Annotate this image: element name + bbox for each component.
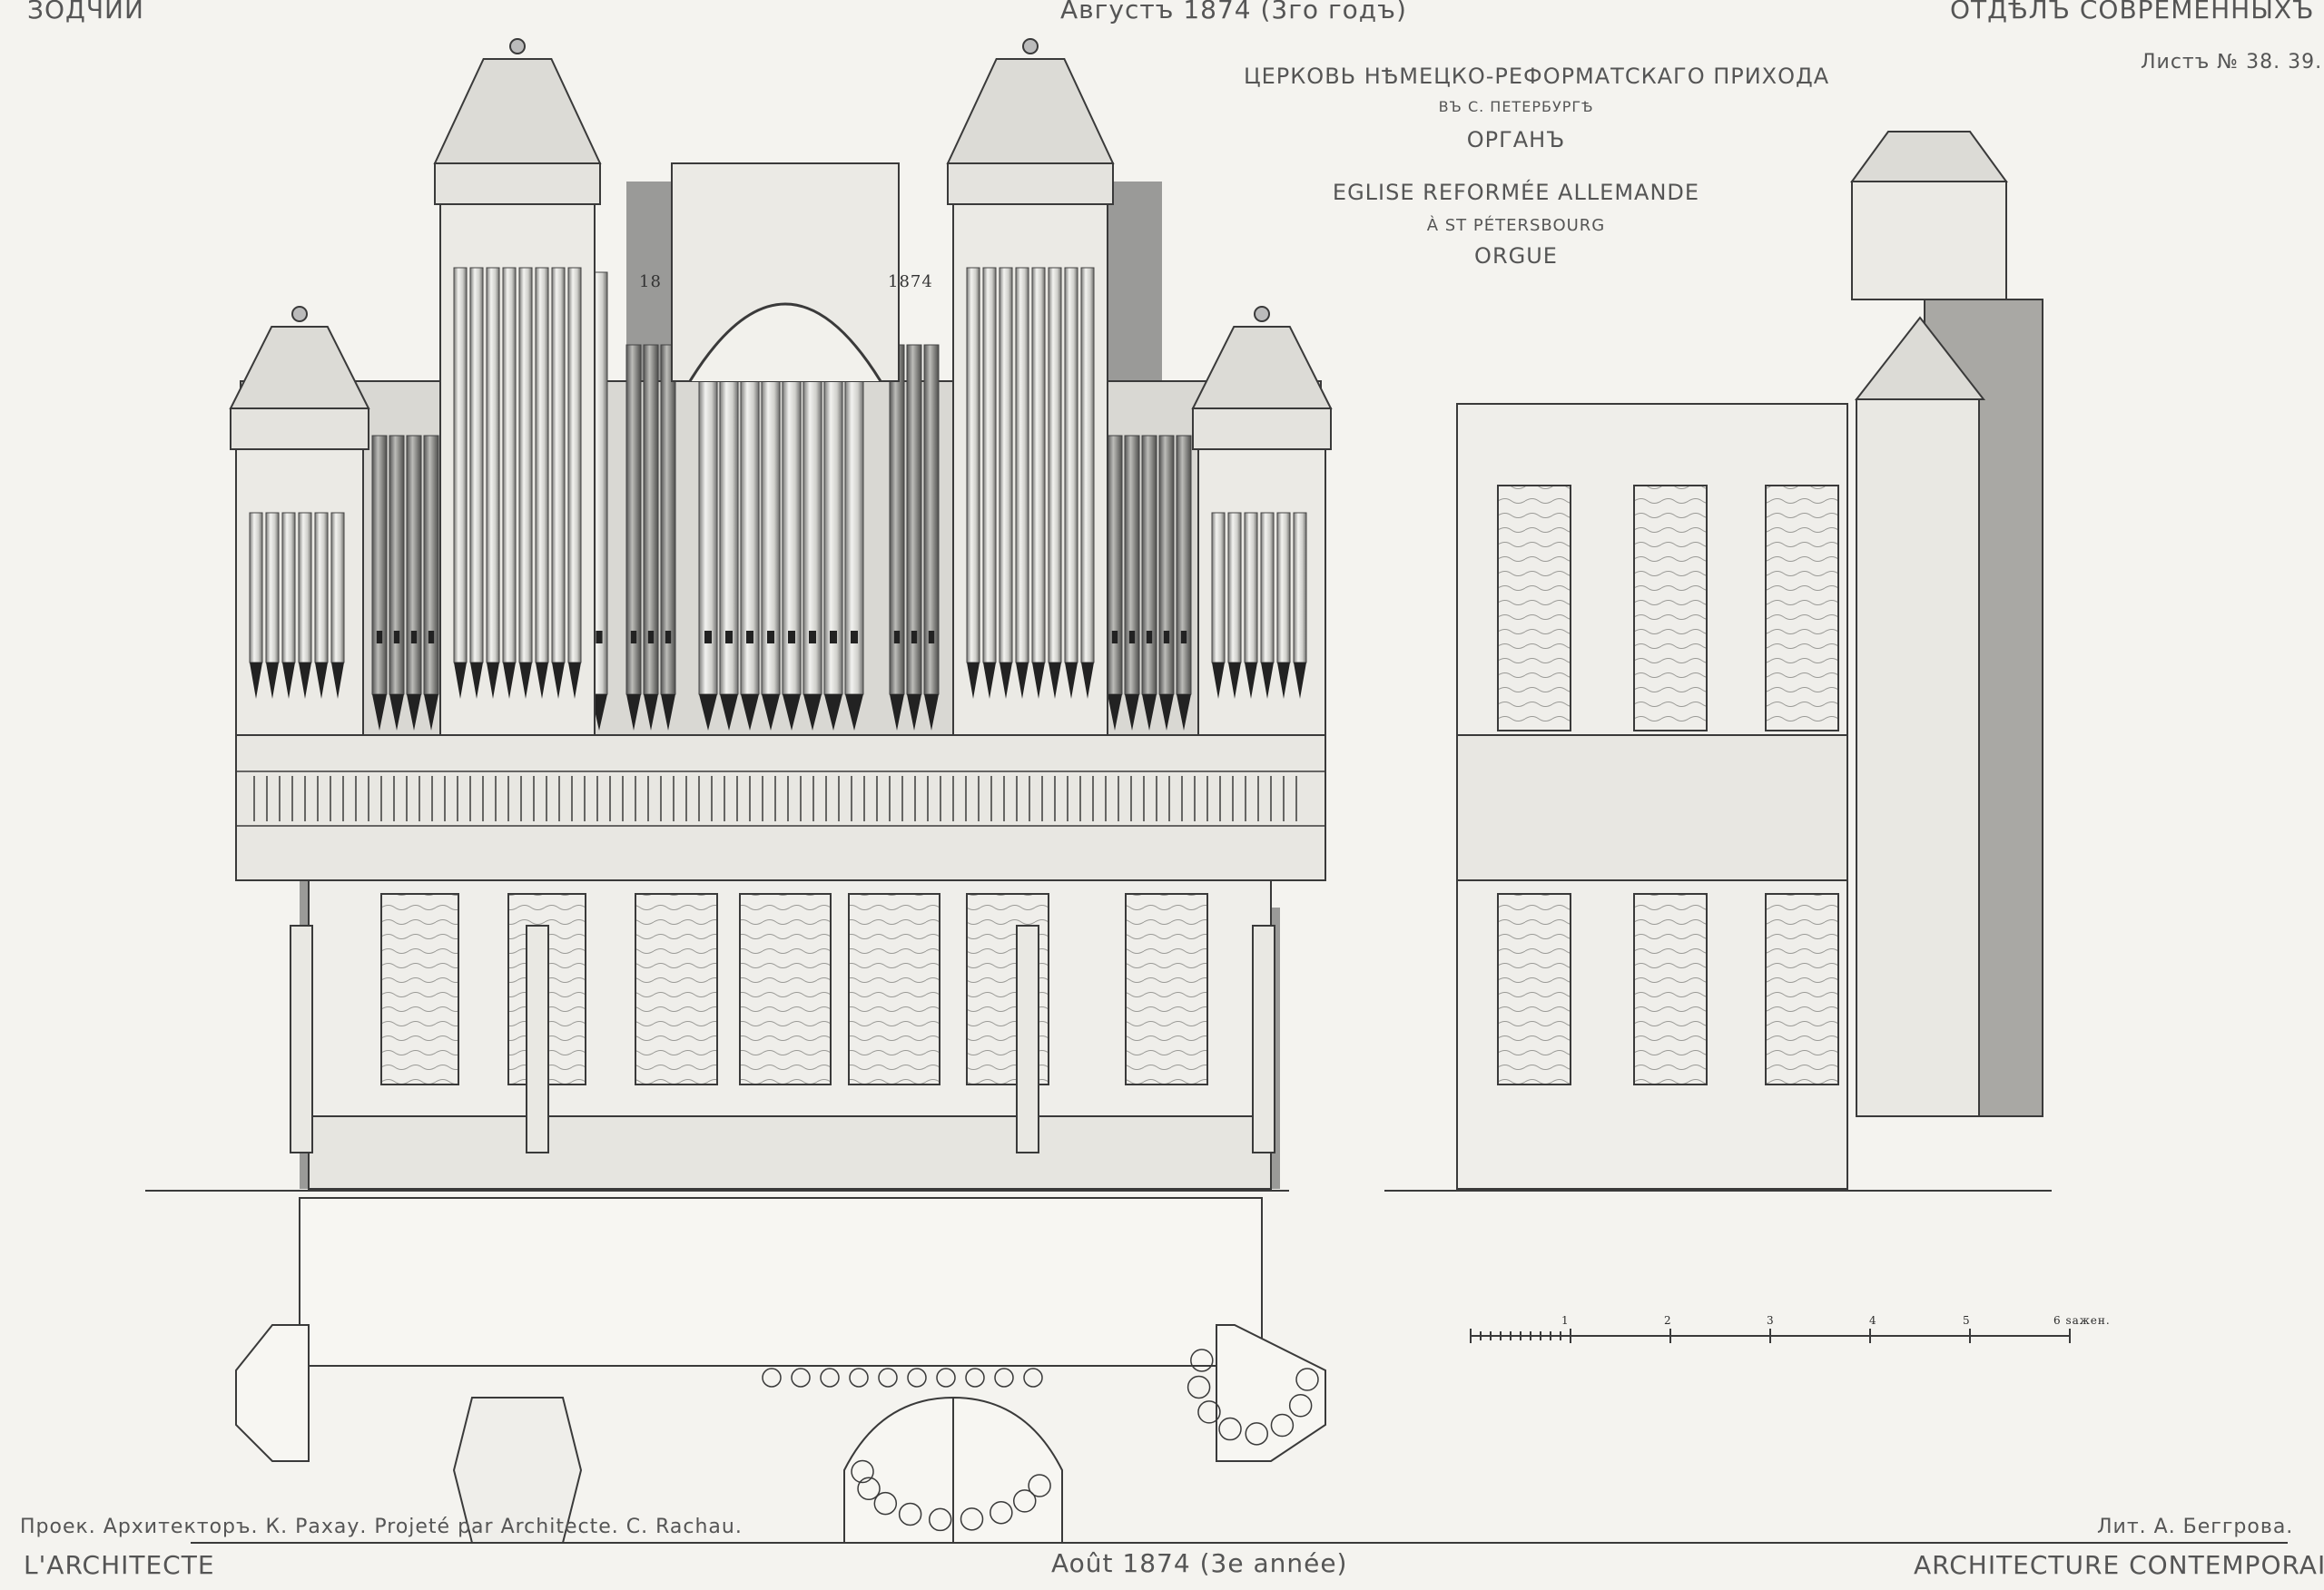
organ-date-right: 1874 [888, 272, 933, 291]
title-fr-line1: EGLISE REFORMÉE ALLEMANDE [1332, 180, 1700, 205]
organ-date-left: 18 [639, 272, 662, 291]
scale-label-3: 3 [1767, 1314, 1775, 1327]
title-ru-line3: ОРГАНЪ [1466, 127, 1566, 152]
plan [235, 1197, 1326, 1544]
scale-label-6: 6 sажен. [2053, 1314, 2111, 1327]
title-ru-line2: ВЪ С. ПЕТЕРБУРГѢ [1438, 98, 1594, 115]
scale-bar [1470, 1329, 2071, 1343]
title-ru-line1: ЦЕРКОВЬ НѢМЕЦКО-РЕФОРМАТСКАГО ПРИХОДА [1244, 64, 1830, 89]
front-elevation [229, 38, 1333, 1190]
header-right: ОТДѢЛЪ СОВРЕМЕННЫХЪ ЗДАНІЙ [1950, 0, 2324, 25]
footer-center: Août 1874 (3e année) [1051, 1548, 1348, 1578]
sheet-number: Листъ № 38. 39. [2141, 51, 2323, 74]
title-fr-line2: À ST PÉTERSBOURG [1426, 216, 1606, 235]
scale-label-2: 2 [1664, 1314, 1672, 1327]
footer-right: ARCHITECTURE CONTEMPORAINE [1914, 1550, 2324, 1580]
lithographer-credit: Лит. А. Беггрова. [2097, 1516, 2294, 1538]
scale-label-5: 5 [1963, 1314, 1971, 1327]
side-elevation [1456, 131, 2043, 1190]
title-fr-line3: ORGUE [1474, 243, 1558, 269]
architect-credit: Проек. Архитекторъ. К. Рахау. Projeté pa… [20, 1516, 743, 1538]
footer-left: L'ARCHITECTE [24, 1550, 215, 1580]
header-left: ЗОДЧИЙ [27, 0, 144, 25]
scale-label-4: 4 [1869, 1314, 1877, 1327]
header-center: Августъ 1874 (3го годъ) [1060, 0, 1407, 25]
scale-label-1: 1 [1561, 1314, 1570, 1327]
